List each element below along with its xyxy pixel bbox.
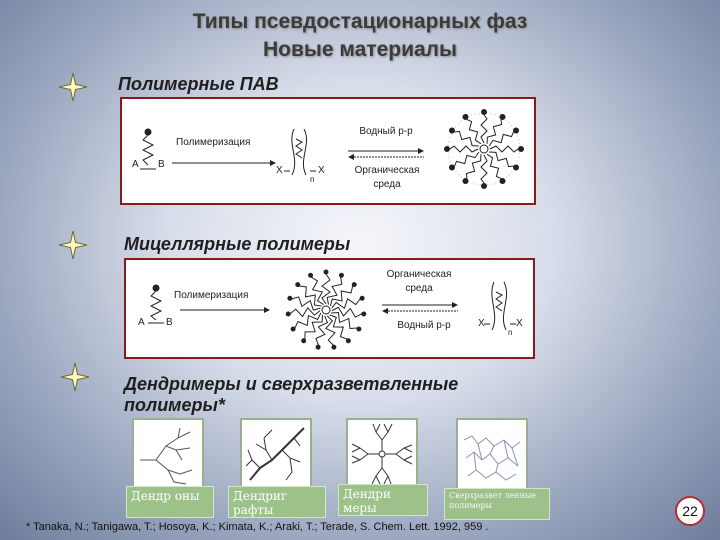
polymerization-scheme-graphic xyxy=(140,109,524,189)
micellar-scheme-graphic xyxy=(148,269,516,351)
monomer-label-a: A xyxy=(132,159,139,170)
polymer-label-x1: X xyxy=(478,318,485,329)
polymer-label-x2: X xyxy=(516,318,523,329)
caption-dendrons: Дендр оны xyxy=(126,486,214,518)
hyperbranched-structure-graphic xyxy=(463,435,521,481)
organic-medium-label: Органическая среда xyxy=(354,165,420,190)
dendrigraft-image xyxy=(240,418,312,490)
star-bullet-icon xyxy=(60,362,90,392)
aqueous-solution-label: Водный р-р xyxy=(359,126,413,137)
aqueous-solution-label: Водный р-р xyxy=(397,320,451,331)
polymer-label-x2: X xyxy=(318,165,325,176)
polymerization-label: Полимеризация xyxy=(176,137,251,148)
section-title-dendrimers: Дендримеры и сверхразветвленные полимеры… xyxy=(124,374,459,415)
dendron-structure-graphic xyxy=(140,427,193,485)
organic-medium-label: Органическая среда xyxy=(386,269,452,294)
caption-dendrimers: Дендри меры xyxy=(338,484,428,516)
slide-title-line2: Новые материалы xyxy=(263,38,457,61)
star-bullet-icon xyxy=(58,72,88,102)
dendrimer-image xyxy=(346,418,418,490)
monomer-label-b: B xyxy=(166,317,173,328)
micellar-polymer-scheme: A B Полимеризация Органическая среда Вод… xyxy=(124,258,535,359)
polymer-surfactant-scheme: A B Полимеризация X X n Водный р-р Орган… xyxy=(120,97,536,205)
caption-hyperbranched-polymers: Сверхразвет ленные полимеры xyxy=(444,488,550,520)
polymer-label-n: n xyxy=(508,328,513,337)
slide-title-line1: Типы псевдостационарных фаз xyxy=(192,10,528,33)
section-title-micellar-polymers: Мицеллярные полимеры xyxy=(124,234,351,254)
polymer-label-n: n xyxy=(310,175,315,184)
monomer-label-a: A xyxy=(138,317,145,328)
dendron-image xyxy=(132,418,204,490)
monomer-label-b: B xyxy=(158,159,165,170)
star-bullet-icon xyxy=(58,230,88,260)
dendrigraft-structure-graphic xyxy=(245,427,305,481)
caption-dendrigrafts: Дендриг рафты xyxy=(228,486,326,518)
polymer-label-x1: X xyxy=(276,165,283,176)
dendrimer-structure-graphic xyxy=(351,423,413,485)
slide-number-badge: 22 xyxy=(675,496,705,526)
section-title-polymer-surfactants: Полимерные ПАВ xyxy=(118,74,279,94)
hyperbranched-polymer-image xyxy=(456,418,528,490)
citation-footnote: * Tanaka, N.; Tanigawa, T.; Hosoya, K.; … xyxy=(26,521,489,533)
polymerization-label: Полимеризация xyxy=(174,290,249,301)
